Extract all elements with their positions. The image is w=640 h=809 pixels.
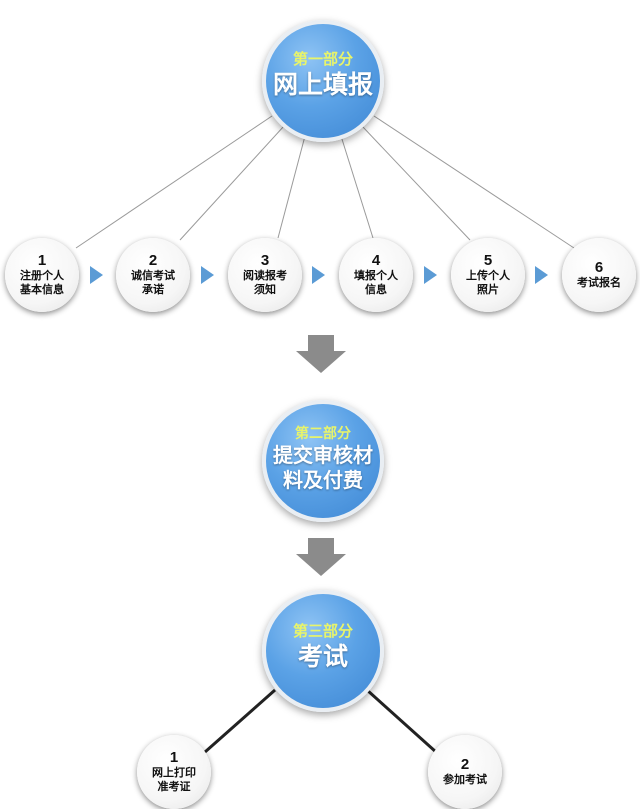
part2-title-line2: 料及付费 <box>283 468 363 492</box>
step-label: 考试报名 <box>577 276 621 289</box>
chevron-right-icon <box>424 266 437 284</box>
part1-title: 网上填报 <box>272 70 373 99</box>
step-label: 参加考试 <box>443 773 487 786</box>
step-take-exam[interactable]: 2 参加考试 <box>428 735 502 809</box>
chevron-right-icon <box>201 266 214 284</box>
step-integrity-pledge[interactable]: 2 诚信考试 承诺 <box>116 238 190 312</box>
part2-tag: 第二部分 <box>295 426 351 442</box>
step-number: 5 <box>483 252 493 269</box>
part1-tag: 第一部分 <box>292 50 353 68</box>
step-fill-info[interactable]: 4 填报个人 信息 <box>339 238 413 312</box>
down-arrow-icon <box>296 335 346 373</box>
step-upload-photo[interactable]: 5 上传个人 照片 <box>451 238 525 312</box>
step-label: 诚信考试 承诺 <box>131 269 175 296</box>
step-label: 阅读报考 须知 <box>243 269 287 296</box>
chevron-right-icon <box>535 266 548 284</box>
part3-title: 考试 <box>297 642 348 671</box>
chevron-right-icon <box>90 266 103 284</box>
step-print-admission-ticket[interactable]: 1 网上打印 准考证 <box>137 735 211 809</box>
step-number: 3 <box>260 252 270 269</box>
step-number: 1 <box>169 749 179 766</box>
step-label: 注册个人 基本信息 <box>20 269 64 296</box>
step-number: 1 <box>37 252 47 269</box>
part3-circle: 第三部分 考试 <box>262 590 384 712</box>
step-exam-signup[interactable]: 6 考试报名 <box>562 238 636 312</box>
step-read-notice[interactable]: 3 阅读报考 须知 <box>228 238 302 312</box>
step-label: 上传个人 照片 <box>466 269 510 296</box>
step-number: 6 <box>594 259 604 276</box>
down-arrow-icon <box>296 538 346 576</box>
step-number: 4 <box>371 252 381 269</box>
part3-tag: 第三部分 <box>292 622 353 640</box>
part1-circle: 第一部分 网上填报 <box>262 20 384 142</box>
step-label: 填报个人 信息 <box>354 269 398 296</box>
step-label: 网上打印 准考证 <box>152 766 196 793</box>
part2-title-line1: 提交审核材 <box>273 443 373 467</box>
step-number: 2 <box>460 756 470 773</box>
part2-circle: 第二部分 提交审核材 料及付费 <box>262 400 384 522</box>
chevron-right-icon <box>312 266 325 284</box>
step-number: 2 <box>148 252 158 269</box>
step-register-info[interactable]: 1 注册个人 基本信息 <box>5 238 79 312</box>
